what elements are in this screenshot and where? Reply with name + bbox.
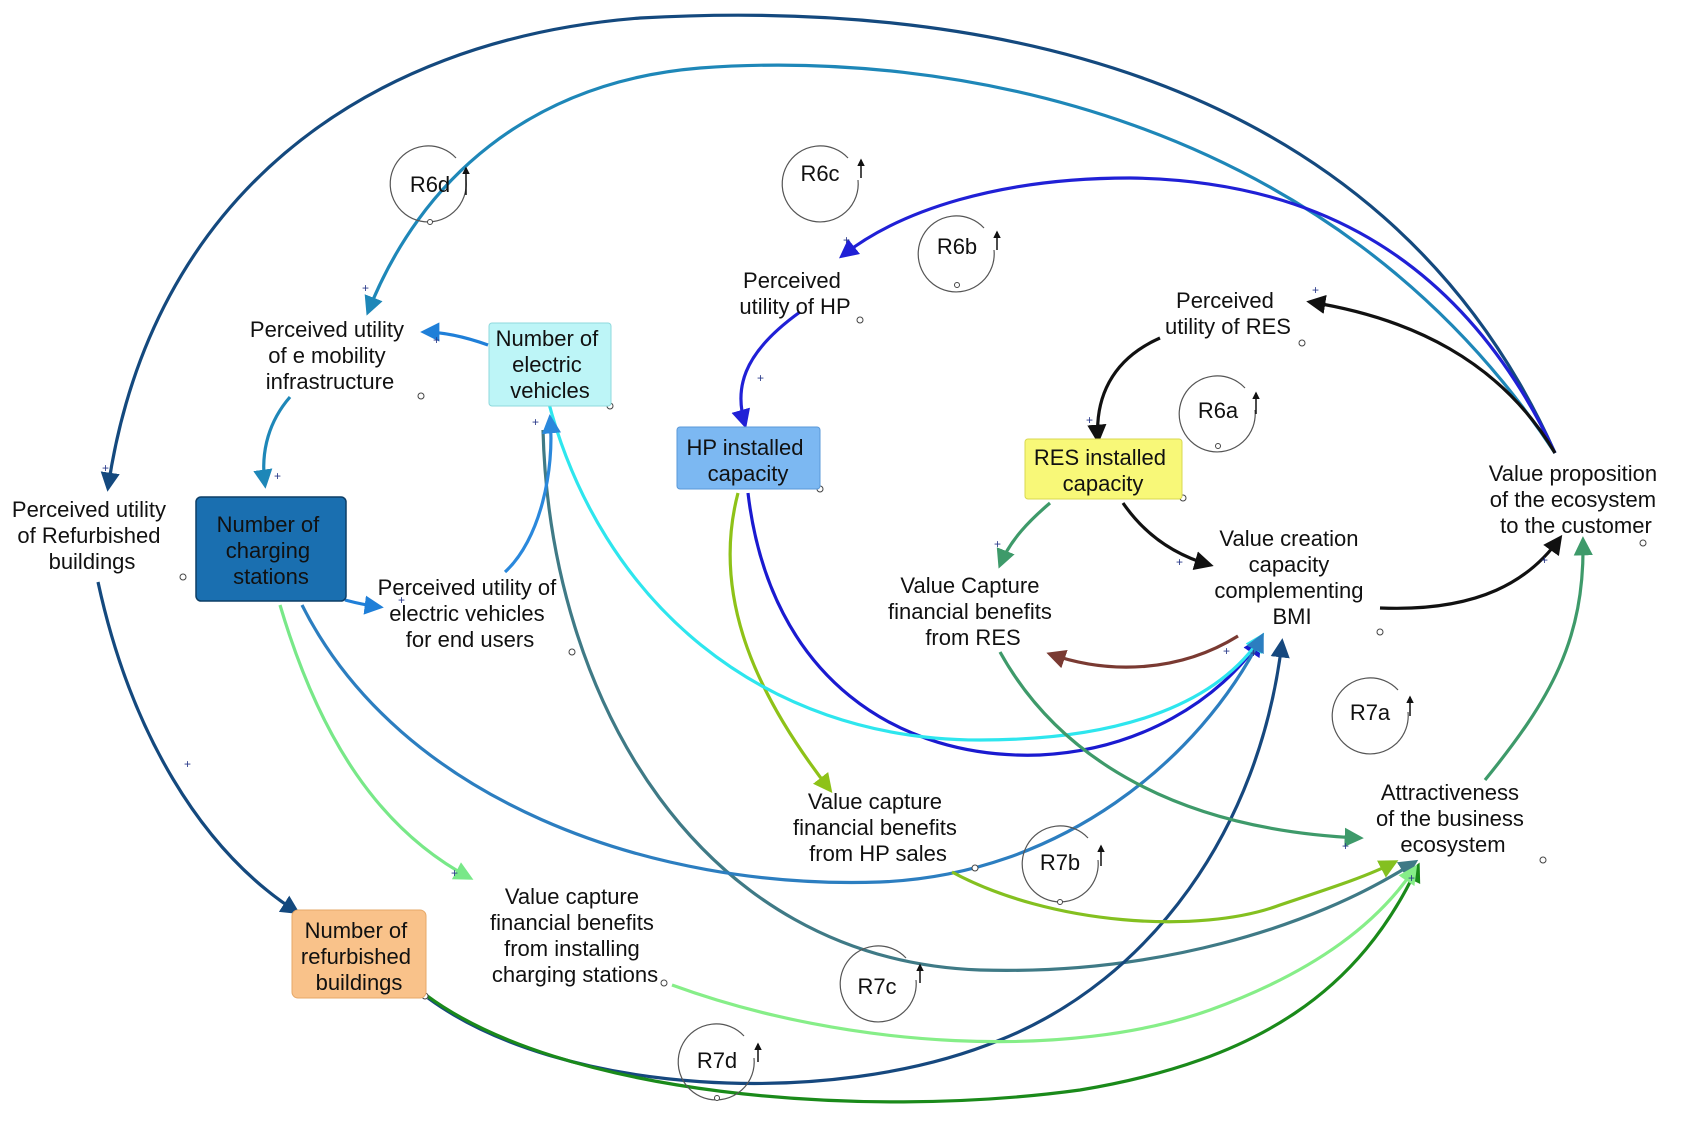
- node-perc-res: Perceived utility of RES: [1165, 288, 1291, 339]
- loop-r6d: R6d: [389, 145, 470, 225]
- node-num-ev: Number of electric vehicles: [496, 326, 605, 403]
- link-attract-to-valueprop: [1483, 536, 1593, 782]
- link-ev-to-attract: [541, 429, 1419, 972]
- svg-text:R7c: R7c: [857, 974, 896, 999]
- link-valueprop-to-perc-hp: [838, 176, 1557, 454]
- node-attract: Attractiveness of the business ecosystem: [1376, 780, 1530, 857]
- node-num-charging: Number of charging stations: [217, 512, 326, 589]
- box-hp-installed-capacity: [676, 426, 821, 490]
- link-valueprop-to-perc-refurb: [100, 13, 1557, 492]
- sign-plus: +: [532, 415, 539, 429]
- link-valuecreation-to-vcres: [1046, 634, 1239, 669]
- sign-plus: +: [362, 281, 369, 295]
- link-percemob-to-charging: [253, 395, 292, 489]
- sign-plus: +: [843, 233, 850, 247]
- node-perc-hp: Perceived utility of HP: [739, 268, 850, 319]
- sign-plus: +: [433, 333, 440, 347]
- link-vcres-to-attract: [998, 651, 1364, 847]
- link-percres-to-rescap: [1087, 336, 1161, 444]
- link-charging-to-percev: [344, 595, 384, 615]
- node-vc-hp: Value capture financial benefits from HP…: [793, 789, 963, 866]
- node-value-prop: Value proposition of the ecosystem to th…: [1489, 461, 1664, 538]
- link-vchp-to-attract: [951, 860, 1399, 924]
- sign-plus: +: [757, 371, 764, 385]
- node-res-cap: RES installed capacity: [1034, 445, 1172, 496]
- box-res-installed-capacity: [1024, 438, 1183, 500]
- sign-plus: +: [274, 469, 281, 483]
- link-vccharging-to-attract: [671, 864, 1418, 1044]
- link-percev-to-ev: [503, 414, 562, 574]
- node-perc-ev: Perceived utility of electric vehicles f…: [378, 575, 563, 652]
- node-vc-charging: Value capture financial benefits from in…: [490, 884, 660, 987]
- loop-r7d: R7d: [677, 1023, 762, 1101]
- sign-plus: +: [1086, 413, 1093, 427]
- loop-r6c: R6c: [781, 145, 865, 223]
- link-rescap-to-vcres: [996, 501, 1052, 569]
- box-number-of-charging-stations: [195, 496, 347, 602]
- link-hpcap-to-valuecreation: [746, 492, 1263, 757]
- link-numrefurb-to-attract: [425, 862, 1421, 1104]
- svg-text:R6d: R6d: [410, 172, 450, 197]
- svg-text:R6a: R6a: [1198, 398, 1239, 423]
- loop-r7b: R7b: [1021, 825, 1105, 905]
- loop-r6b: R6b: [917, 215, 1001, 293]
- node-labels: Perceived utility of Refurbished buildin…: [12, 268, 1664, 995]
- loop-r7c: R7c: [839, 945, 924, 1023]
- variable-markers: [179, 316, 1647, 1000]
- node-value-creation: Value creation capacity complementing BM…: [1214, 526, 1369, 629]
- sign-plus: +: [1312, 283, 1319, 297]
- svg-text:R7d: R7d: [697, 1048, 737, 1073]
- sign-plus: +: [184, 757, 191, 771]
- box-number-of-refurbished-buildings: [291, 909, 427, 999]
- link-ev-to-valuecreation: [546, 399, 1265, 742]
- link-charging-to-vccharging: [278, 604, 474, 880]
- svg-text:R6c: R6c: [800, 161, 839, 186]
- svg-text:R6b: R6b: [937, 234, 977, 259]
- node-hp-cap: HP installed capacity: [686, 435, 809, 486]
- link-signs: + + + + + + + + + + + + + + + + + + +: [102, 233, 1548, 885]
- sign-plus: +: [1176, 555, 1183, 569]
- sign-plus: +: [1541, 553, 1548, 567]
- link-valuecreation-to-valueprop: [1379, 534, 1563, 610]
- link-charging-to-valuecreation: [300, 604, 1264, 885]
- node-perc-emob: Perceived utility of e mobility infrastr…: [250, 317, 410, 394]
- node-num-refurb: Number of refurbished buildings: [301, 918, 417, 995]
- svg-text:R7a: R7a: [1350, 700, 1391, 725]
- link-ev-to-percemob: [420, 322, 489, 347]
- loop-r7a: R7a: [1331, 677, 1414, 755]
- box-number-of-electric-vehicles: [488, 322, 612, 407]
- link-percrefurb-to-numrefurb: [96, 581, 301, 915]
- link-hpcap-to-vchp: [728, 492, 833, 794]
- loop-markers: R6d R6c R6b R6a R7a R7b: [389, 145, 1414, 1101]
- links: [96, 13, 1593, 1104]
- link-perchp-to-hpcap: [731, 310, 801, 429]
- svg-text:R7b: R7b: [1040, 850, 1080, 875]
- sign-plus: +: [994, 537, 1001, 551]
- link-valueprop-to-perc-emob: [364, 63, 1557, 454]
- sign-plus: +: [102, 461, 109, 475]
- link-rescap-to-valuecreation: [1121, 502, 1214, 571]
- loop-r6a: R6a: [1178, 375, 1260, 453]
- link-valueprop-to-perc-res: [1306, 294, 1557, 454]
- sign-plus: +: [398, 593, 405, 607]
- sign-plus: +: [1250, 646, 1257, 660]
- boxes: [195, 322, 1183, 999]
- sign-plus: +: [451, 866, 458, 880]
- node-perc-refurb: Perceived utility of Refurbished buildin…: [12, 497, 172, 574]
- node-vc-res: Value Capture financial benefits from RE…: [888, 573, 1058, 650]
- sign-plus: +: [1342, 839, 1349, 853]
- sign-plus: +: [1408, 871, 1415, 885]
- sign-plus: +: [1223, 644, 1230, 658]
